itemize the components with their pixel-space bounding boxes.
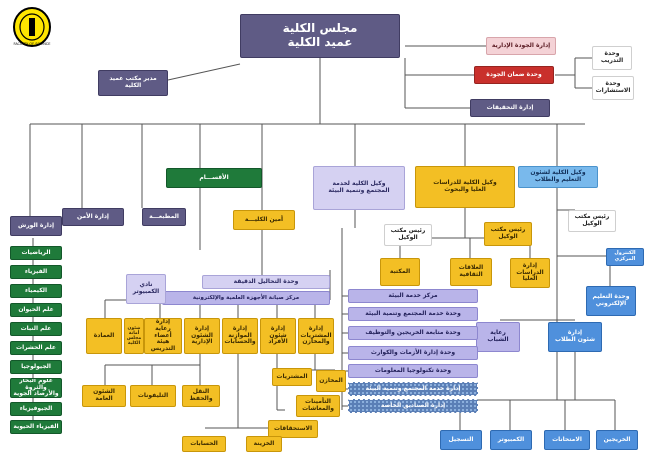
budget-box: إدارة الموازنة والحسابات xyxy=(222,318,258,354)
dean-office-box: مدير مكتب عميد الكلية xyxy=(98,70,168,96)
accounts-box: الحسابات xyxy=(182,436,226,452)
investigations-box: إدارة التحقيقات xyxy=(470,99,550,117)
qa-unit-box: وحدة ضمان الجودة xyxy=(474,66,554,84)
deanery-box: العمادة xyxy=(86,318,122,354)
crisis-unit-box: وحدة إدارة الأزمات والكوارث xyxy=(348,346,478,360)
community-unit-box: وحدة خدمة المجتمع وتنمية البيئة xyxy=(348,307,478,321)
maint-center-box: مركز صيانة الأجهزة العلمية والإلكترونية xyxy=(162,291,330,305)
qa-admin-box: إدارة الجودة الإدارية xyxy=(486,37,556,55)
transport-box: النقل والحفظ xyxy=(182,385,220,407)
personnel-box: إدارة شئون الأفراد xyxy=(260,318,296,354)
phones-box: التليفونات xyxy=(130,385,176,407)
procurement-box: المشتريات xyxy=(272,368,312,386)
followup-unit-box: وحدة متابعة الخريجين والتوظيف xyxy=(348,326,478,340)
college-council-label: مجلس الكلية xyxy=(282,21,358,36)
dept-item: الجيوفيزياء xyxy=(10,402,62,416)
head-office-cm-box: رئيس مكتب الوكيل xyxy=(384,224,432,246)
dean-label: عميد الكلية xyxy=(287,35,353,49)
workshop-box: إدارة الورش xyxy=(10,216,62,236)
graduates-box: الخريجين xyxy=(596,430,638,450)
logo-text: FACULTY OF SCIENCE xyxy=(14,42,51,46)
college-council-box: مجلس الكلية عميد الكلية xyxy=(240,14,400,58)
dept-item: علم الحيوان xyxy=(10,303,62,317)
treasury-box: الخزينة xyxy=(246,436,282,452)
head-office-ed-box: رئيس مكتب الوكيل xyxy=(568,210,616,232)
stores-box: المخازن xyxy=(316,370,346,392)
vd-education-box: وكيل الكلية لشئون التعليم والطلاب xyxy=(518,166,598,188)
dept-item: علم الحشرات xyxy=(10,341,62,355)
sec-general-box: أمين الكليـــة xyxy=(233,210,295,230)
special-funds-box: إدارة الصناديق الخاصة xyxy=(348,399,478,413)
computer-club-box: نادي الكمبيوتر xyxy=(126,274,166,304)
entitlements-box: الاستحقاقات xyxy=(268,420,318,438)
exams-box: الامتحانات xyxy=(544,430,590,450)
youth-care-box: رعاية الشباب xyxy=(476,322,520,352)
dept-item: الرياضيات xyxy=(10,246,62,260)
faculty-seal-icon: FACULTY OF SCIENCE xyxy=(13,7,51,47)
pg-admin-box: إدارة الدراسات العليا xyxy=(510,258,550,288)
faculty-affairs-box: إدارة رعاية أعضاء هيئة التدريس xyxy=(144,318,182,354)
registration-box: التسجيل xyxy=(440,430,482,450)
dept-item: الفيزياء xyxy=(10,265,62,279)
head-office-pg-box: رئيس مكتب الوكيل xyxy=(484,222,532,246)
computer-box: الكمبيوتر xyxy=(490,430,532,450)
vd-postgrad-box: وكيل الكلية للدراسات العليا والبحوث xyxy=(415,166,515,208)
security-box: إدارة الأمن xyxy=(62,208,124,226)
training-unit-box: وحدة التدريب xyxy=(592,46,632,70)
library-box: المكتبة xyxy=(380,258,420,286)
elearning-unit-box: وحدة التعليم الإلكتروني xyxy=(586,286,636,316)
press-box: المطبعـــة xyxy=(142,208,186,226)
admin-affairs-box: إدارة الشئون الإدارية xyxy=(184,318,220,354)
dept-item: علم النبات xyxy=(10,322,62,336)
cultural-rel-box: العلاقات الثقافية xyxy=(450,258,492,286)
departments-box: الأقســـام xyxy=(166,168,262,188)
consult-unit-box: وحدة الاستشارات xyxy=(592,76,634,100)
dept-item: علوم البحار والثروة والأرصاد الجوية xyxy=(10,378,62,398)
fine-equip-unit-box: وحدة التحاليل الدقيقة xyxy=(202,275,330,289)
purchases-box: إدارة المشتريات والمخازن xyxy=(298,318,334,354)
special-services-box: إدارة خدمة المجتمع وتنمية البيئة xyxy=(348,382,478,396)
dept-item: الكيمياء xyxy=(10,284,62,298)
college-council-affairs-box: شئون أمانة مجلس الكلية xyxy=(124,318,144,354)
central-control-box: الكنترول المركزي xyxy=(606,248,644,266)
general-affairs-box: الشئون العامة xyxy=(82,385,126,407)
student-affairs-box: إدارة شئون الطلاب xyxy=(548,322,602,352)
vd-community-box: وكيل الكلية لخدمة المجتمع وتنمية البيئة xyxy=(313,166,405,210)
dept-item: الجيولوجيا xyxy=(10,360,62,374)
insurance-box: التأمينات والمعاشات xyxy=(296,395,340,417)
it-unit-box: وحدة تكنولوجيا المعلومات xyxy=(348,364,478,378)
env-center-box: مركز خدمة البيئة xyxy=(348,289,478,303)
dept-item: الفيزياء الحيوية xyxy=(10,420,62,434)
